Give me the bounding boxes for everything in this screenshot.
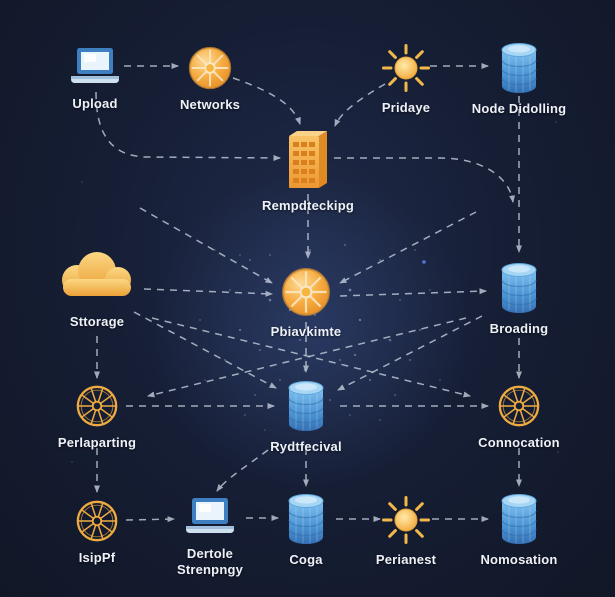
- node-label: Sttorage: [69, 314, 125, 329]
- node-label: Rempdteckipg: [262, 198, 354, 213]
- node-networks: Networks: [150, 45, 270, 113]
- sun-icon: [380, 42, 432, 94]
- database-icon: [497, 261, 541, 315]
- laptop-icon: [182, 496, 238, 540]
- globe-icon: [187, 45, 233, 91]
- node-upload: Upload: [35, 46, 155, 112]
- node-label: Broading: [489, 321, 549, 336]
- node-label: Perlaparting: [57, 435, 137, 450]
- node-label: Node Didolling: [471, 101, 567, 116]
- node-connocation: Connocation: [459, 383, 579, 451]
- node-label: Rydtfecival: [270, 439, 342, 454]
- node-label: Upload: [72, 96, 118, 111]
- cloud-icon: [55, 246, 139, 302]
- node-pbiavkimte: Pbiavkimte: [246, 266, 366, 340]
- node-label: Coga: [289, 552, 323, 567]
- node-rempdteckipg: Rempdteckipg: [248, 128, 368, 214]
- node-nomosation: Nomosation: [459, 492, 579, 568]
- wheel-icon: [74, 383, 120, 429]
- node-isippf: IsipPf: [37, 498, 157, 566]
- building-icon: [281, 128, 335, 192]
- node-node-didolling: Node Didolling: [459, 41, 579, 117]
- node-label: Perianest: [375, 552, 437, 567]
- edge-rydtfecival-dertole-strenpngy: [216, 449, 269, 492]
- node-sttorage: Sttorage: [37, 246, 157, 330]
- database-icon: [497, 492, 541, 546]
- node-pridaye: Pridaye: [346, 42, 466, 116]
- node-broading: Broading: [459, 261, 579, 337]
- wheel-icon: [74, 498, 120, 544]
- database-icon: [497, 41, 541, 95]
- node-dertole-strenpngy: Dertole Strenpngy: [150, 496, 270, 579]
- wheel-icon: [496, 383, 542, 429]
- node-label: Dertole Strenpngy: [176, 546, 244, 578]
- globe-icon: [280, 266, 332, 318]
- node-label: Pbiavkimte: [270, 324, 342, 339]
- node-coga: Coga: [246, 492, 366, 568]
- laptop-icon: [67, 46, 123, 90]
- node-perianest: Perianest: [346, 494, 466, 568]
- node-perlaparting: Perlaparting: [37, 383, 157, 451]
- database-icon: [284, 492, 328, 546]
- node-label: Pridaye: [381, 100, 431, 115]
- node-label: IsipPf: [78, 550, 116, 565]
- node-label: Connocation: [478, 435, 560, 450]
- node-rydtfecival: Rydtfecival: [246, 379, 366, 455]
- node-label: Nomosation: [480, 552, 558, 567]
- sun-icon: [380, 494, 432, 546]
- node-label: Networks: [179, 97, 241, 112]
- database-icon: [284, 379, 328, 433]
